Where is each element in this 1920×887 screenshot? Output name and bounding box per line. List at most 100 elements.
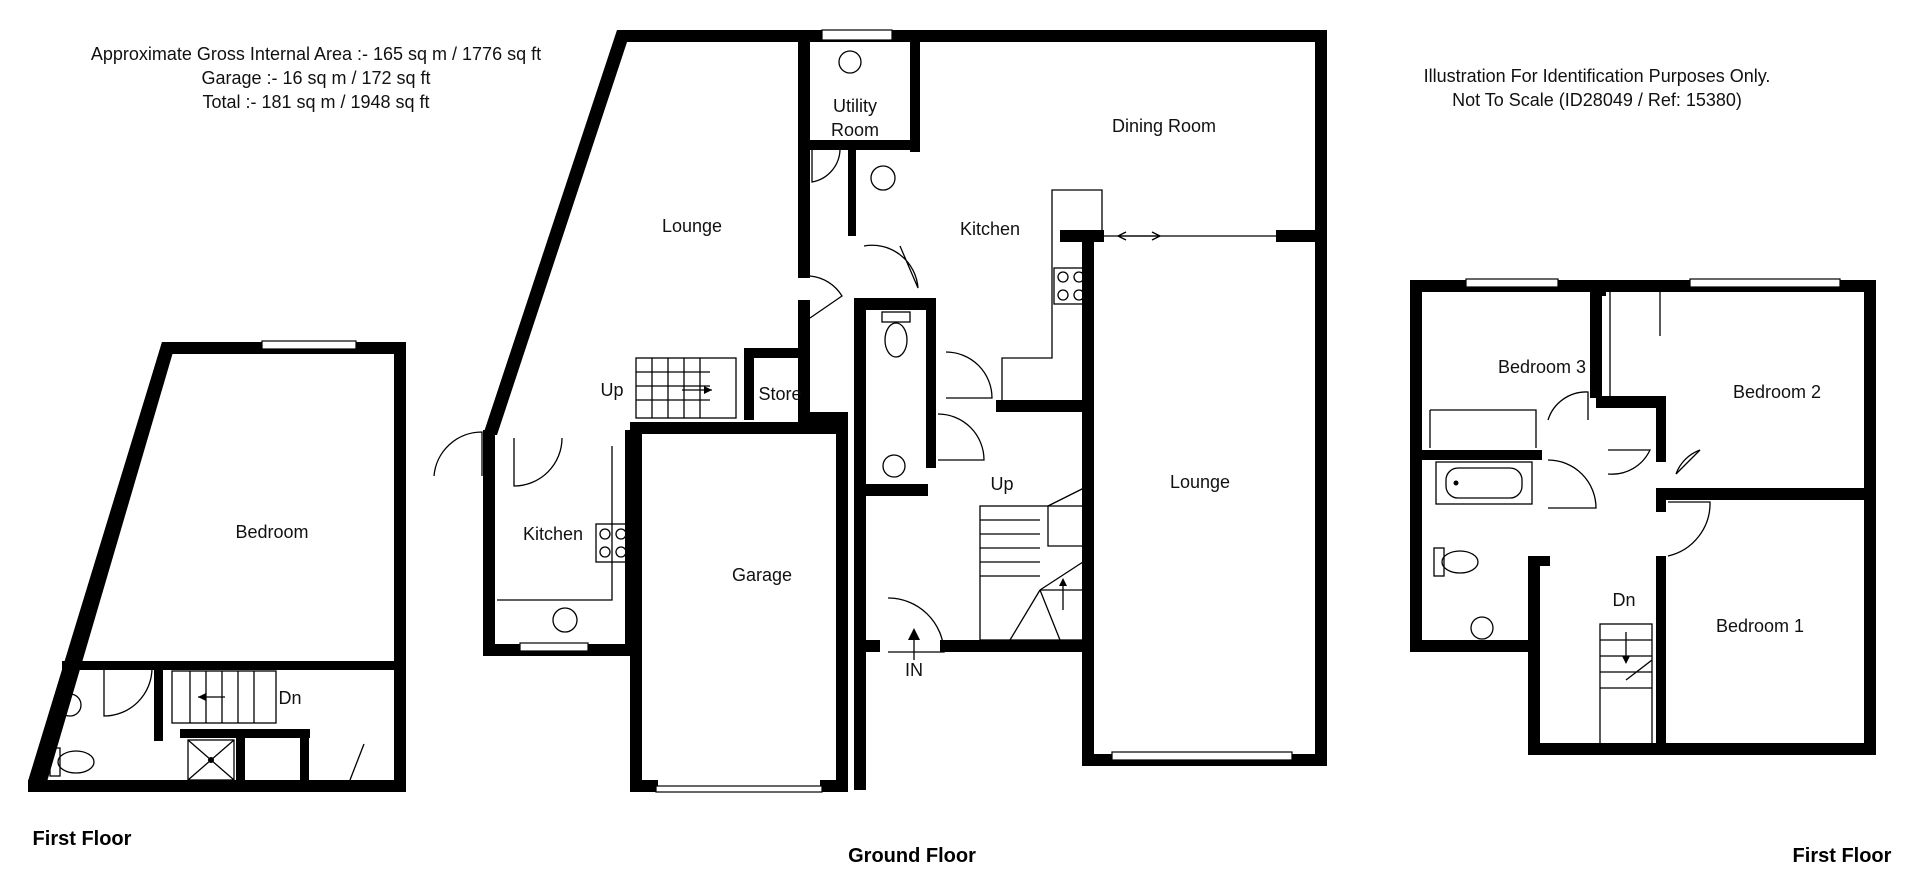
disclaimer-line-2: Not To Scale (ID28049 / Ref: 15380) bbox=[1452, 90, 1742, 110]
garage-door bbox=[655, 785, 823, 793]
sliding-arrow bbox=[1117, 231, 1161, 241]
lounge-west-wall bbox=[1082, 240, 1094, 766]
room-label-bedroom3: Bedroom 3 bbox=[1498, 357, 1586, 377]
cupboard-wall-2 bbox=[1656, 396, 1666, 462]
bath-bottom-wall bbox=[1410, 640, 1540, 652]
wall-b2-b1 bbox=[1656, 488, 1876, 500]
garage-east-wall bbox=[836, 422, 848, 792]
stairs-label-dn: Dn bbox=[1612, 590, 1635, 610]
garage-bottom-right bbox=[820, 780, 848, 792]
cupboard bbox=[1047, 485, 1089, 547]
cupboard-wall bbox=[1596, 396, 1666, 408]
garage-west-wall bbox=[630, 422, 642, 792]
partition-wall-5 bbox=[180, 729, 310, 738]
west-wall bbox=[483, 430, 495, 656]
garage-top-wall bbox=[630, 422, 848, 434]
entrance-label: IN bbox=[905, 660, 923, 680]
area-line-2: Garage :- 16 sq m / 172 sq ft bbox=[201, 68, 430, 88]
dining-divider-left bbox=[1060, 230, 1104, 242]
bottom-wall bbox=[1528, 743, 1876, 755]
stairs-label-up-left: Up bbox=[600, 380, 623, 400]
wall-b3-bath bbox=[1410, 450, 1536, 460]
utility-window bbox=[821, 29, 893, 41]
bedroom1-west-wall bbox=[1656, 556, 1666, 755]
window-bedroom3 bbox=[1465, 278, 1559, 288]
room-label-lounge-right: Lounge bbox=[1170, 472, 1230, 492]
kitchen-left-worktop bbox=[497, 446, 613, 601]
room-label-kitchen-main: Kitchen bbox=[960, 219, 1020, 239]
lounge-window bbox=[1111, 751, 1293, 761]
hall-wc-wall bbox=[854, 484, 928, 496]
room-label-garage: Garage bbox=[732, 565, 792, 585]
partition-wall-2 bbox=[154, 661, 163, 741]
entrance-arrow-icon bbox=[908, 628, 920, 660]
floor-title-first-left: First Floor bbox=[33, 828, 132, 850]
utility-east-wall bbox=[910, 30, 920, 152]
hall-bottom-left bbox=[854, 640, 880, 652]
slanted-wall bbox=[28, 342, 176, 792]
utility-sink-icon bbox=[838, 50, 862, 74]
door-swing bbox=[103, 667, 153, 717]
hob-icon-left bbox=[595, 523, 633, 563]
basin-icon bbox=[1470, 616, 1494, 640]
wc-top-wall bbox=[854, 298, 936, 310]
wc-basin-icon bbox=[882, 454, 906, 478]
right-wall bbox=[394, 342, 406, 792]
utility-bottom-wall bbox=[798, 140, 920, 150]
wc-east-wall bbox=[926, 298, 936, 402]
kitchen-door bbox=[513, 437, 563, 487]
outer-wall bbox=[28, 342, 406, 791]
toilet-icon bbox=[49, 747, 95, 777]
room-label-bedroom: Bedroom bbox=[235, 522, 308, 542]
stairs-up-right bbox=[979, 505, 1087, 641]
kitchen-door-2 bbox=[863, 244, 919, 289]
partition-wall bbox=[62, 661, 406, 670]
cupboard-door bbox=[1607, 449, 1652, 475]
landing-west-wall bbox=[1528, 560, 1540, 755]
shower-tray-icon bbox=[187, 739, 235, 781]
window-bedroom2 bbox=[1689, 278, 1841, 288]
side-door bbox=[433, 431, 483, 477]
partition-wall-3 bbox=[236, 729, 245, 791]
bottom-wall bbox=[28, 780, 406, 792]
hall-bottom-right bbox=[940, 640, 1094, 652]
wall-stub bbox=[1536, 450, 1542, 460]
disclaimer-line-1: Illustration For Identification Purposes… bbox=[1424, 66, 1771, 86]
hob-icon bbox=[1053, 267, 1089, 305]
wc-door bbox=[945, 351, 993, 399]
slanted-west-wall bbox=[483, 30, 631, 435]
sink-icon-2 bbox=[870, 165, 896, 191]
stairs-down bbox=[1599, 623, 1653, 745]
area-line-1: Approximate Gross Internal Area :- 165 s… bbox=[91, 44, 541, 64]
store-bottom bbox=[798, 412, 848, 422]
room-label-utility-1: Utility bbox=[833, 96, 877, 116]
bath-icon bbox=[1435, 461, 1533, 505]
room-label-dining: Dining Room bbox=[1112, 116, 1216, 136]
partition-wall-4 bbox=[300, 729, 309, 791]
room-label-bedroom1: Bedroom 1 bbox=[1716, 616, 1804, 636]
floor-title-first-right: First Floor bbox=[1793, 845, 1892, 867]
first-floor-right-plan: Bedroom 3 Bedroom 2 Bedroom 1 Dn bbox=[1410, 278, 1876, 755]
hall-west-wall bbox=[854, 300, 866, 790]
west-wall bbox=[1410, 280, 1422, 652]
wardrobe bbox=[1429, 409, 1537, 448]
bedroom2-door bbox=[1675, 449, 1701, 475]
store-west bbox=[744, 348, 754, 420]
floor-title-ground: Ground Floor bbox=[848, 845, 976, 867]
area-summary: Approximate Gross Internal Area :- 165 s… bbox=[91, 44, 541, 112]
store-top bbox=[744, 348, 806, 358]
toilet-icon bbox=[1433, 547, 1479, 577]
bedroom1-door bbox=[1667, 501, 1711, 557]
stairs-down bbox=[171, 670, 277, 724]
east-wall bbox=[1864, 280, 1876, 755]
stairs-label-up-right: Up bbox=[990, 474, 1013, 494]
kitchen-window bbox=[519, 642, 589, 652]
room-label-kitchen-left: Kitchen bbox=[523, 524, 583, 544]
toilet-icon bbox=[881, 311, 911, 358]
kitchen-worktop bbox=[1001, 189, 1103, 400]
utility-door bbox=[811, 148, 841, 183]
basin-icon bbox=[58, 693, 82, 717]
bedroom3-door bbox=[1547, 391, 1589, 421]
kitchen-bottom-wall-main bbox=[996, 400, 1094, 412]
